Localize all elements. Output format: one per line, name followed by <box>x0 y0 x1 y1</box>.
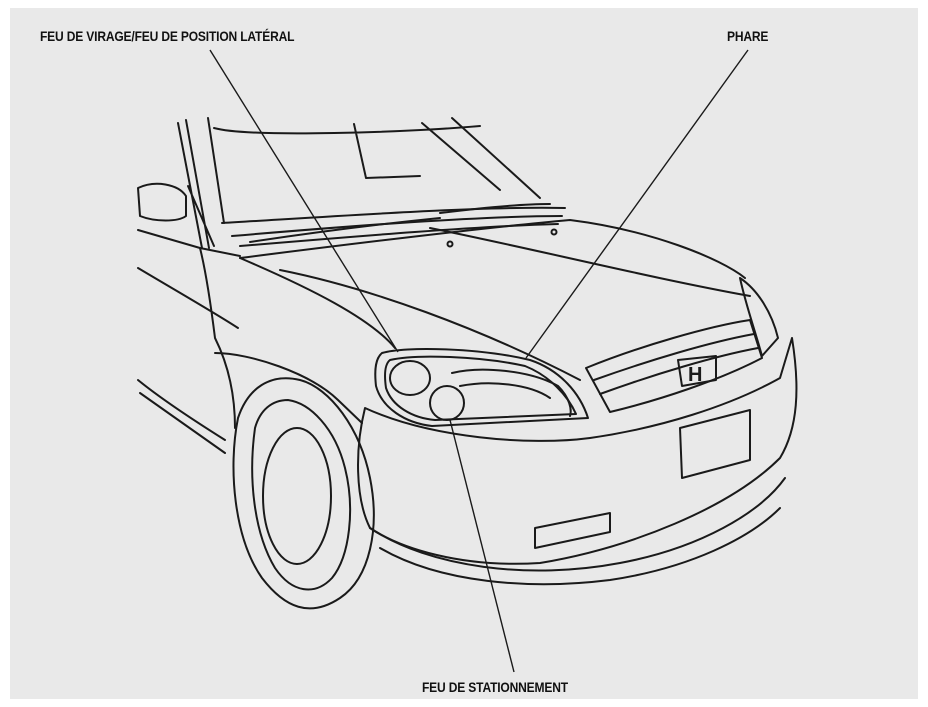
window-line <box>137 229 241 257</box>
bumper-vent <box>534 512 611 549</box>
headlight-lens-inner <box>384 355 577 421</box>
side-mirror <box>137 182 187 222</box>
hood-left-edge <box>239 257 396 349</box>
right-headlight <box>739 277 779 357</box>
parking-light-label: FEU DE STATIONNEMENT <box>422 679 568 695</box>
diagram-background <box>10 8 918 699</box>
license-plate <box>679 409 751 479</box>
headlight-housing <box>374 347 589 427</box>
honda-emblem: H <box>688 364 702 386</box>
diagram-frame: H FEU DE VIRAGE/FEU DE POSITION LATÉRAL … <box>10 8 918 699</box>
bumper-lower <box>369 477 786 586</box>
tire-outer <box>232 377 375 610</box>
windshield-frame <box>207 117 541 224</box>
headlight-label: PHARE <box>727 28 769 44</box>
tire-sidewall <box>251 399 352 591</box>
a-pillar <box>177 119 215 249</box>
wheel-arch <box>214 352 363 424</box>
washer-nozzle-left <box>446 240 454 248</box>
wipers <box>249 203 551 243</box>
parking-leader-line <box>449 419 515 673</box>
side-sill <box>137 379 226 454</box>
headlight-leader-line <box>525 49 749 359</box>
fender <box>137 247 239 429</box>
hood-crease <box>279 227 751 381</box>
parking-lamp <box>429 385 465 421</box>
grille-bars <box>593 333 759 395</box>
cornering-lamp <box>389 360 431 396</box>
car-illustration: H <box>10 8 918 699</box>
honda-emblem-frame <box>677 355 717 387</box>
cornering-side-marker-label: FEU DE VIRAGE/FEU DE POSITION LATÉRAL <box>40 28 295 44</box>
wheel-rim <box>262 427 332 565</box>
grille <box>585 319 763 413</box>
headlight-reflector <box>451 368 572 417</box>
washer-nozzle-right <box>550 228 558 236</box>
cornering-leader-line <box>209 49 399 353</box>
